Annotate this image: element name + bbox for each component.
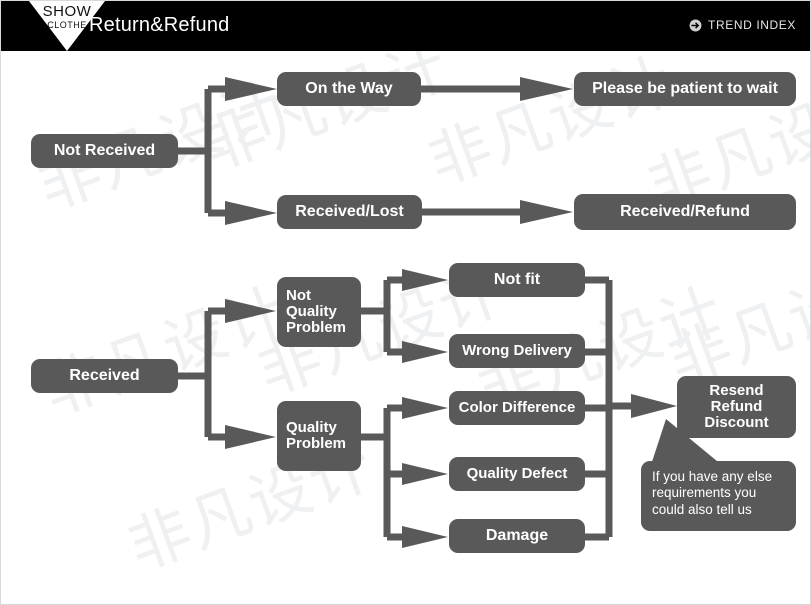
trend-index-label: TREND INDEX — [708, 18, 796, 32]
arrowhead-receivedlost — [225, 201, 277, 225]
node-label-line: Resend — [709, 381, 764, 399]
note-line: If you have any else — [652, 469, 773, 484]
node-label-line: Not — [286, 286, 311, 304]
node-label-multiline: Not Quality Problem — [286, 286, 347, 337]
arrowhead-qualitydefect — [402, 463, 448, 485]
node-quality-problem[interactable]: Quality Problem — [277, 401, 361, 471]
node-label-line: Problem — [286, 319, 347, 337]
logo-triangle-icon — [29, 1, 105, 51]
arrowhead-notfit — [402, 269, 448, 291]
node-label-line: Quality — [286, 302, 337, 320]
node-label: Received/Refund — [620, 203, 750, 221]
trend-index-badge: TREND INDEX — [689, 18, 796, 32]
arrowhead-pleasewait — [520, 77, 573, 101]
circle-arrow-right-icon — [689, 19, 702, 31]
page-title: Return&Refund — [89, 14, 230, 36]
node-not-quality-problem[interactable]: Not Quality Problem — [277, 277, 361, 347]
node-wrong-delivery[interactable]: Wrong Delivery — [449, 334, 585, 368]
node-label-line: Refund — [710, 397, 763, 415]
node-label-line: Quality — [286, 418, 337, 436]
arrowhead-resolution — [631, 394, 677, 418]
note-line: requirements you — [652, 485, 757, 501]
node-label: Damage — [485, 527, 549, 545]
node-quality-defect[interactable]: Quality Defect — [449, 457, 585, 491]
header-bar — [1, 1, 810, 51]
node-label: Received/Lost — [295, 203, 404, 221]
arrowhead-receivedrefund — [520, 200, 573, 224]
arrowhead-ontheway — [225, 77, 277, 101]
node-label: Wrong Delivery — [462, 341, 572, 359]
node-label: Please be patient to wait — [592, 80, 778, 98]
node-received-refund[interactable]: Received/Refund — [574, 194, 796, 230]
arrowhead-wrongdelivery — [402, 341, 448, 363]
node-color-difference[interactable]: Color Difference — [449, 391, 585, 425]
note-callout[interactable]: If you have any else requirements you co… — [641, 461, 796, 531]
node-please-be-patient[interactable]: Please be patient to wait — [574, 72, 796, 106]
arrowhead-group — [225, 77, 677, 548]
node-resolution[interactable]: Resend Refund Discount — [677, 376, 796, 438]
node-label: On the Way — [305, 80, 393, 98]
node-not-received[interactable]: Not Received — [31, 134, 178, 168]
node-label: Not Received — [53, 142, 156, 160]
node-label-line: Problem — [286, 435, 347, 452]
node-received[interactable]: Received — [31, 359, 178, 393]
node-on-the-way[interactable]: On the Way — [277, 72, 421, 106]
node-label: Quality Defect — [466, 464, 568, 482]
arrowhead-qualityproblem — [225, 425, 276, 449]
arrowhead-colordifference — [402, 397, 448, 419]
note-line: could also tell us — [652, 501, 752, 517]
node-label: Received — [69, 367, 140, 385]
node-damage[interactable]: Damage — [449, 519, 585, 553]
node-label-line: Discount — [704, 414, 769, 432]
node-not-fit[interactable]: Not fit — [449, 263, 585, 297]
arrowhead-notqualityproblem — [225, 299, 276, 323]
node-received-lost[interactable]: Received/Lost — [277, 195, 422, 229]
node-label: Color Difference — [458, 398, 576, 416]
node-label: Not fit — [493, 271, 541, 289]
node-label-multiline: Quality Problem — [286, 418, 347, 452]
arrowhead-damage — [402, 526, 448, 548]
